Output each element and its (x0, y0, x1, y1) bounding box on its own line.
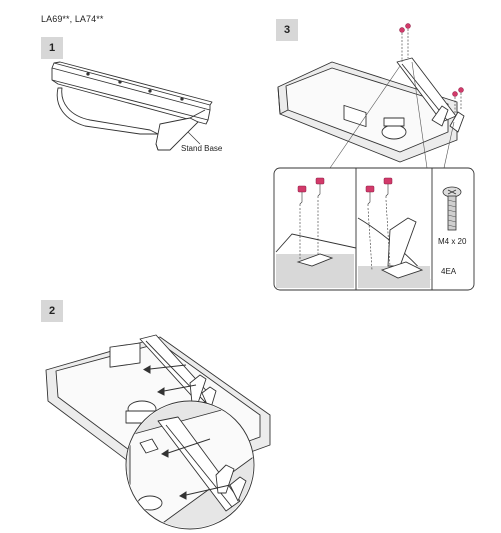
model-list: LA69**, LA74** (41, 14, 104, 24)
step-1-number: 1 (48, 42, 56, 54)
step-2-illustration (45, 334, 271, 530)
step-2-badge: 2 (41, 300, 63, 322)
screw-quantity-label: 4EA (441, 267, 457, 276)
step-2-number: 2 (48, 305, 56, 317)
step-3-number: 3 (283, 24, 291, 36)
stand-base-illustration (51, 61, 213, 151)
screw-size-label: M4 x 20 (438, 237, 467, 246)
step-3-badge: 3 (276, 19, 298, 41)
screw-icon (442, 186, 462, 231)
stand-base-label: Stand Base (181, 144, 223, 153)
step-1-badge: 1 (41, 37, 63, 59)
step-3-illustration (273, 23, 475, 291)
